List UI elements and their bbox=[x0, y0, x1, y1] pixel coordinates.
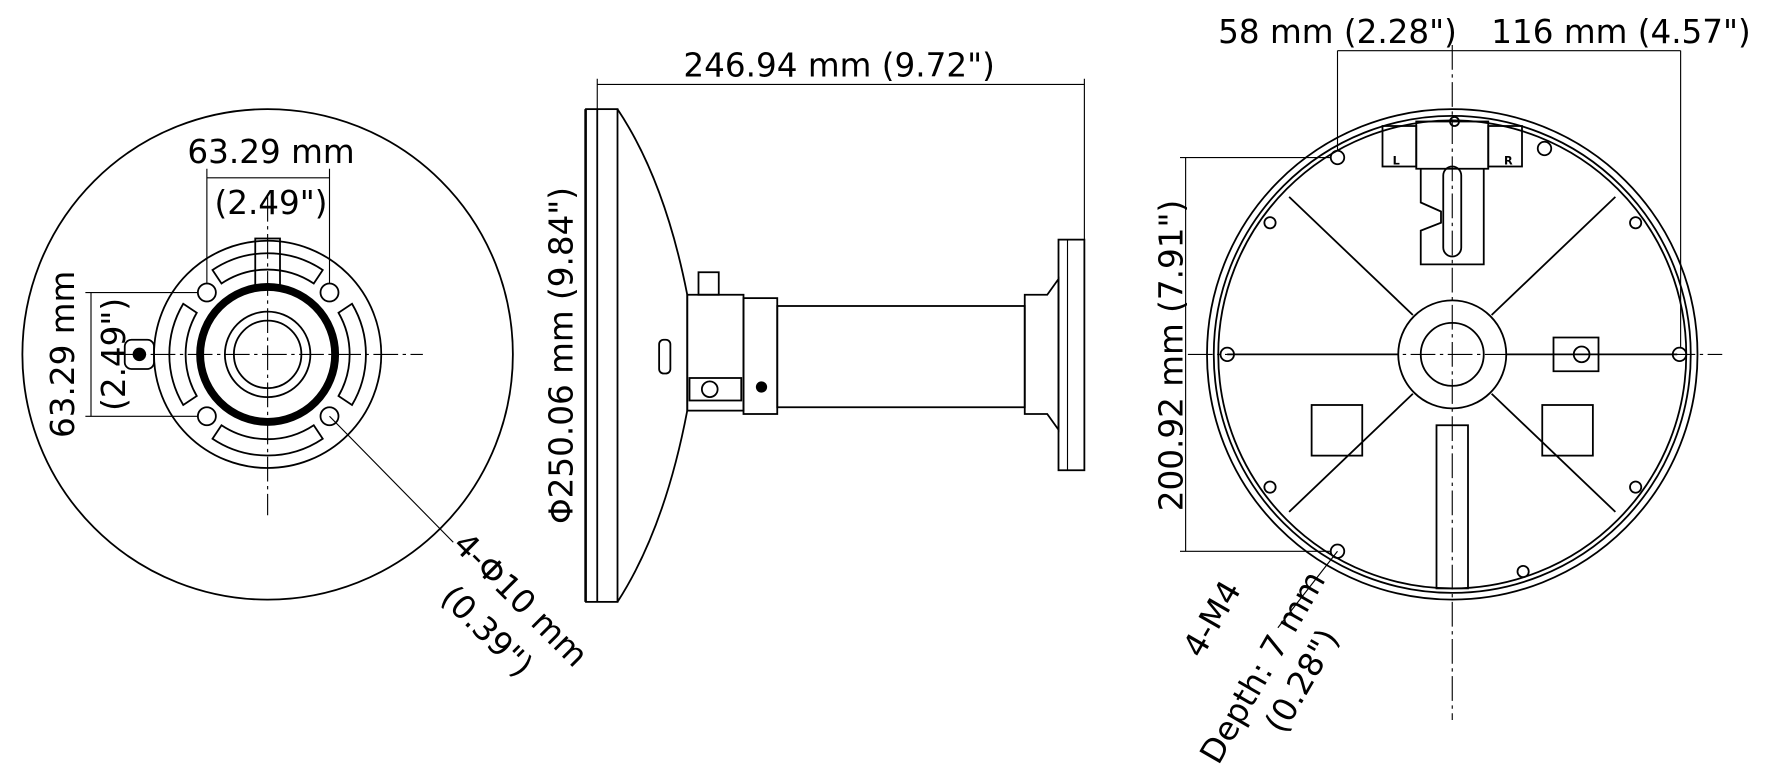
clamp-slot bbox=[688, 377, 743, 402]
length-label: 246.94 mm (9.72") bbox=[683, 47, 994, 85]
arm-base bbox=[1023, 276, 1060, 433]
marker-left: L bbox=[1393, 154, 1400, 167]
dimension-diameter: Φ250.06 mm (9.84") bbox=[543, 109, 586, 602]
thread-spec: 4-M4 bbox=[1175, 574, 1249, 663]
clamp-screw bbox=[697, 271, 720, 296]
back-view: L R 58 mm (2.28") 116 mm (4.57") bbox=[1152, 13, 1751, 765]
dimension-length: 246.94 mm (9.72") bbox=[596, 47, 1085, 240]
arc-slots bbox=[168, 237, 367, 457]
dimension-height: 200.92 mm (7.91") bbox=[1152, 156, 1331, 552]
dim-left-mm: 63.29 mm bbox=[44, 271, 82, 438]
screw-holes bbox=[1219, 116, 1688, 579]
mount-plate-outline bbox=[21, 108, 514, 601]
dimension-top: 63.29 mm (2.49") bbox=[187, 133, 355, 284]
dimension-left: 63.29 mm (2.49") bbox=[44, 271, 198, 438]
offset-right-label: 116 mm (4.57") bbox=[1491, 13, 1751, 51]
clamp-block bbox=[686, 293, 745, 412]
dome bbox=[616, 108, 689, 603]
dim-left-in: (2.49") bbox=[95, 298, 133, 411]
collar bbox=[742, 297, 779, 415]
front-view: 63.29 mm (2.49") 63.29 mm (2.49") 4-Φ10 … bbox=[21, 108, 595, 685]
plate-edge bbox=[585, 108, 619, 603]
dimension-offsets: 58 mm (2.28") 116 mm (4.57") bbox=[1218, 13, 1751, 348]
collar-screw bbox=[755, 381, 768, 393]
side-latch bbox=[658, 338, 672, 375]
diameter-label: Φ250.06 mm (9.84") bbox=[543, 187, 581, 524]
arm-tube bbox=[776, 305, 1026, 409]
side-view: 246.94 mm (9.72") Φ250.06 mm (9.84") bbox=[543, 47, 1086, 603]
marker-right: R bbox=[1504, 154, 1513, 167]
dim-top-in: (2.49") bbox=[214, 184, 327, 222]
dim-top-mm: 63.29 mm bbox=[187, 133, 354, 171]
height-label: 200.92 mm (7.91") bbox=[1152, 200, 1190, 511]
offset-left-label: 58 mm (2.28") bbox=[1218, 13, 1457, 51]
wall-plate bbox=[1057, 238, 1086, 472]
clamp-bolt bbox=[700, 380, 719, 399]
thread-callout: 4-M4 Depth: 7 mm (0.28") bbox=[1175, 550, 1347, 765]
